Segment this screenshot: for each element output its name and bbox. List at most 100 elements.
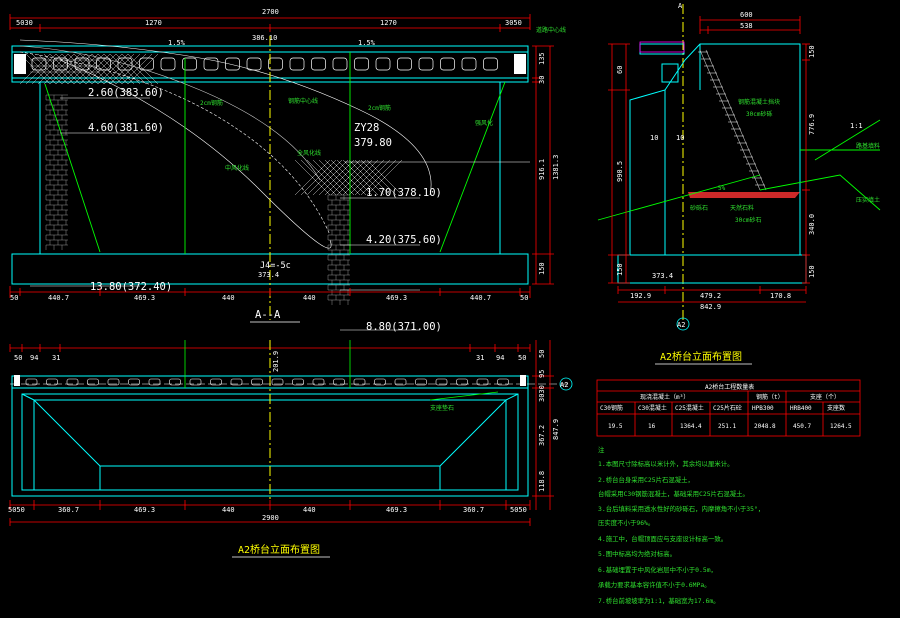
quantity-table: A2桥台工程数量表 现浇混凝土（m³） 钢筋（t） 支座（个） C30钢筋 C3… xyxy=(596,379,861,437)
plan-outline xyxy=(11,375,529,497)
plan-label-leader xyxy=(429,391,499,401)
front-bdim-4: 440 xyxy=(222,294,235,302)
note-9: 承载力要求基本容许值不小于0.6MPa。 xyxy=(598,580,711,589)
plan-end-left xyxy=(14,375,20,386)
note-8: 6.基础埋置于中风化岩层中不小于0.5m， xyxy=(598,565,717,574)
hatch-line xyxy=(330,159,367,196)
front-label-4: 中风化线 xyxy=(225,164,249,172)
plan-pad xyxy=(271,378,284,386)
table-value-5: 2048.8 xyxy=(754,423,776,430)
front-rdim-3: 916.1 xyxy=(538,159,546,180)
plan-pad xyxy=(66,378,79,386)
side-label-8: 压实填土 xyxy=(856,196,880,204)
side-title: A2桥台立面布置图 xyxy=(660,350,742,363)
plan-pad xyxy=(415,378,427,386)
front-pad xyxy=(225,57,240,71)
front-bdim-1: 50 xyxy=(10,294,18,302)
plan-bottom-dimension xyxy=(9,500,531,526)
hatch-line xyxy=(318,159,355,196)
side-elevation: A A2 600 538 xyxy=(597,2,881,365)
note-7: 5.图中标高均为绝对标高。 xyxy=(598,549,676,558)
side-ldim-3: 150 xyxy=(616,263,624,276)
front-masonry-mid xyxy=(327,194,350,305)
front-bdim-8: 50 xyxy=(520,294,528,302)
table-header-top-1: 现浇混凝土（m³） xyxy=(640,393,689,401)
plan-pad xyxy=(148,378,161,386)
side-marker-top: A xyxy=(678,2,683,10)
table-header-1: C30钢筋 xyxy=(600,404,623,412)
note-5: 压实度不小于96%。 xyxy=(598,518,654,527)
front-zy-elev: 379.80 xyxy=(354,137,392,149)
front-elevation-leaders xyxy=(30,97,530,331)
table-header-2: C30混凝土 xyxy=(638,404,667,412)
hatch-line xyxy=(97,53,129,85)
front-elev-1: 2.60(383.60) xyxy=(88,87,164,99)
front-dim-2: 1270 xyxy=(145,19,162,27)
side-label-3: 5% xyxy=(718,185,726,192)
plan-pad xyxy=(333,378,345,386)
front-elevation: 2700 5030 1270 1270 3050 xyxy=(9,8,566,333)
notes-block: 注 1.本图尺寸除标高以米计外，其余均以厘米计。 2.桥台台身采用C25片石混凝… xyxy=(598,445,764,605)
side-total: 842.9 xyxy=(700,303,721,311)
plan-dim-2019: 201.9 xyxy=(272,351,280,372)
side-small-2: 10 xyxy=(676,134,684,142)
front-pad xyxy=(289,57,305,71)
side-bottom-dimension xyxy=(617,286,807,303)
side-base-elev: 373.4 xyxy=(652,272,673,280)
plan-right-dimension xyxy=(532,340,554,510)
front-elev-5: 13.80(372.40) xyxy=(90,281,172,293)
side-outline xyxy=(617,43,807,284)
side-left-dimension xyxy=(608,43,630,284)
table-value-4: 251.1 xyxy=(718,423,736,430)
hatch-line xyxy=(91,53,123,85)
side-dim-600: 600 xyxy=(740,11,753,19)
side-rdim-2: 776.9 xyxy=(808,114,816,135)
note-6: 4.施工中，台帽顶面应与支座设计标高一致。 xyxy=(598,534,727,543)
plan-pad xyxy=(374,378,386,386)
front-section-label: A--A xyxy=(255,309,281,321)
front-right-dimension xyxy=(532,45,554,285)
front-elev-6: 8.80(371.00) xyxy=(366,321,442,333)
side-marker-circle xyxy=(676,317,690,331)
front-pad xyxy=(311,57,326,71)
hatch-line xyxy=(25,53,57,85)
side-label-4: 砂砾石 xyxy=(690,204,708,212)
hatch-line xyxy=(306,159,343,196)
hatch-line xyxy=(67,53,99,85)
side-bdim-1: 192.9 xyxy=(630,292,651,300)
front-pad xyxy=(483,57,498,71)
front-dim-1: 5030 xyxy=(16,19,33,27)
plan-end-right xyxy=(520,375,526,386)
front-rdim-1: 135 xyxy=(538,52,546,65)
plan-pad xyxy=(128,378,140,386)
hatch-line xyxy=(109,53,141,85)
hatch-line xyxy=(37,53,69,85)
side-one-one: 1:1 xyxy=(850,122,863,130)
plan-marker: A2 xyxy=(560,381,568,389)
front-pad xyxy=(182,57,197,71)
plan-bearing-pads xyxy=(25,378,509,386)
front-pad xyxy=(461,57,477,71)
hatch-line xyxy=(55,53,87,85)
front-label-6: 强风化 xyxy=(475,119,493,127)
front-pct-right: 1.5% xyxy=(358,39,376,47)
plan-view: 50 94 31 31 94 50 201.9 A2 支 xyxy=(8,340,573,558)
plan-pad xyxy=(312,378,325,386)
side-label-7: 路基填料 xyxy=(856,142,880,150)
front-rdim-5: 150 xyxy=(538,262,546,275)
plan-bdim-8: 5050 xyxy=(510,506,527,514)
hatch-line xyxy=(336,159,373,196)
front-pad xyxy=(268,57,283,71)
front-pad xyxy=(375,57,391,71)
plan-rdim-5: 847.9 xyxy=(552,419,560,440)
table-value-2: 16 xyxy=(648,423,656,430)
hatch-line xyxy=(354,159,391,196)
front-pad xyxy=(96,57,111,71)
hatch-line xyxy=(19,53,51,85)
plan-rdim-3: 3030 xyxy=(538,385,546,402)
note-10: 7.桥台前坡坡率为1:1，基础宽为17.6m。 xyxy=(598,596,720,605)
plan-pad xyxy=(497,378,509,386)
side-bdim-2: 479.2 xyxy=(700,292,721,300)
